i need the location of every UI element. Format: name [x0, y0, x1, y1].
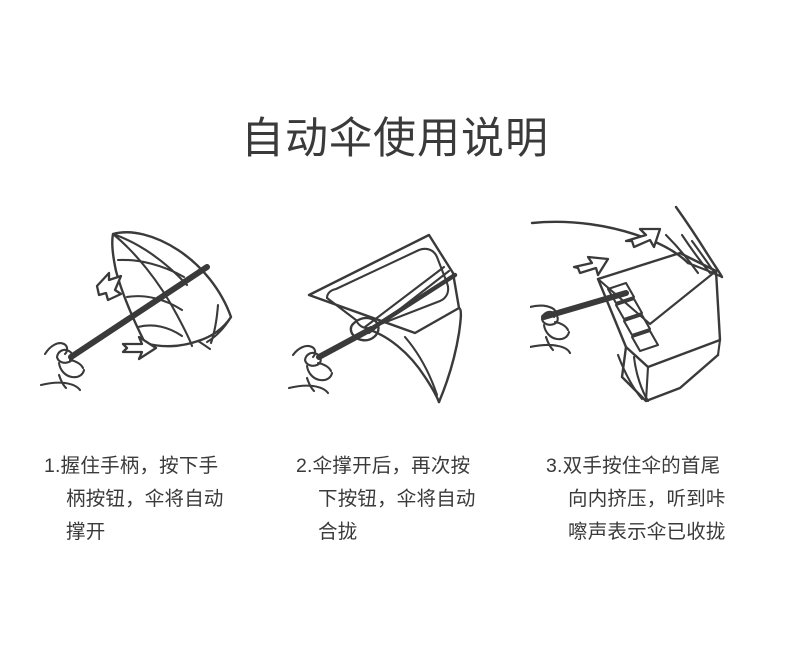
- step-1-caption: 1.握住手柄，按下手 柄按钮，伞将自动 撑开: [44, 450, 279, 549]
- step-1-line-2: 柄按钮，伞将自动: [66, 488, 224, 510]
- caption-row: 1.握住手柄，按下手 柄按钮，伞将自动 撑开 2.伞撑开后，再次按 下按钮，伞将…: [0, 450, 790, 570]
- step-2-line-1: 2.伞撑开后，再次按: [296, 455, 471, 477]
- hand-grip-illustration: [287, 344, 334, 395]
- step-1-line-1: 1.握住手柄，按下手: [44, 455, 219, 477]
- step-2-line-3: 合拢: [318, 521, 358, 543]
- step-3-line-2: 向内挤压，听到咔: [568, 488, 726, 510]
- page-title: 自动伞使用说明: [241, 114, 549, 163]
- expand-arrow-right-icon: [121, 335, 158, 361]
- umbrella-shaft: [68, 264, 210, 360]
- step-3-caption: 3.双手按住伞的首尾 向内挤压，听到咔 嚓声表示伞已收拢: [546, 450, 781, 549]
- folded-umbrella-body: [596, 251, 722, 403]
- open-umbrella-with-hand-illustration: [35, 205, 285, 410]
- left-hand-grip-illustration: [530, 304, 572, 355]
- umbrella-shaft: [541, 290, 629, 320]
- step-3-line-1: 3.双手按住伞的首尾: [546, 455, 721, 477]
- illustration-row: [0, 205, 790, 410]
- step-1-line-3: 撑开: [66, 521, 106, 543]
- expand-arrow-up-icon: [95, 271, 123, 302]
- step-2-caption: 2.伞撑开后，再次按 下按钮，伞将自动 合拢: [296, 450, 531, 549]
- two-hands-compressing-umbrella-illustration: [530, 205, 780, 410]
- step-2-line-2: 下按钮，伞将自动: [318, 488, 476, 510]
- umbrella-shaft: [316, 326, 374, 360]
- hand-grip-illustration: [39, 342, 86, 392]
- compress-arrow-up-left-icon: [624, 227, 662, 249]
- closing-umbrella-with-hand-illustration: [287, 205, 537, 410]
- compress-arrow-up-right-icon: [572, 255, 610, 277]
- step-3-line-3: 嚓声表示伞已收拢: [568, 521, 726, 543]
